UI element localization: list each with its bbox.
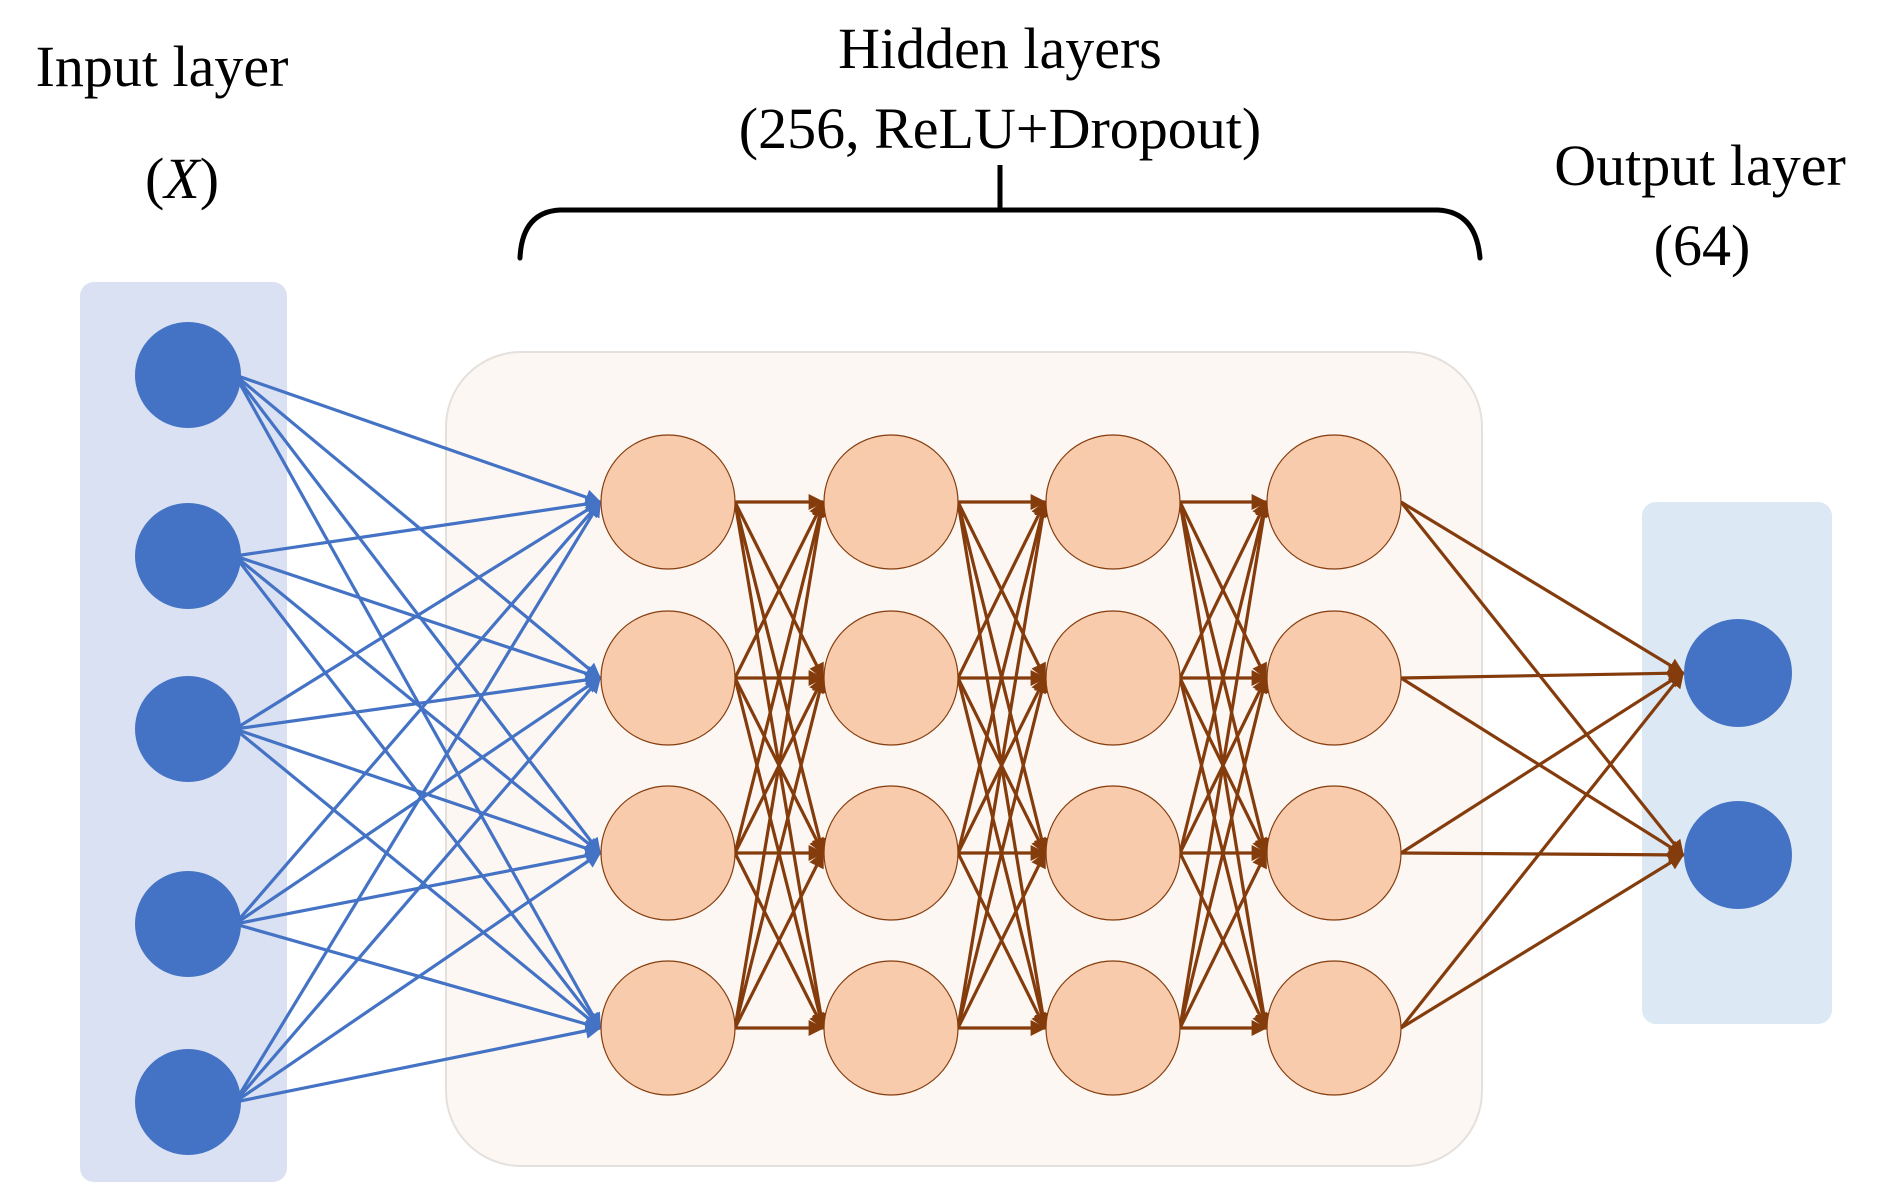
edge-hidden1-4-to-hidden2-3: [733, 851, 825, 1029]
edge-hidden2-4-to-hidden3-1: [956, 500, 1051, 1029]
hidden-layer-1-node-4: [600, 960, 736, 1096]
edge-input-3-to-hidden1-4: [233, 727, 602, 1030]
hidden-to-hidden-edges: [733, 494, 1272, 1036]
output-nodes: [1684, 619, 1792, 909]
hidden-to-output-edges: [1399, 500, 1685, 1030]
hidden-layer-2-node-2: [823, 610, 959, 746]
hidden-layer-4-node-2: [1266, 610, 1402, 746]
output-layer-panel: [1642, 502, 1832, 1024]
edge-input-5-to-hidden1-2: [233, 676, 602, 1104]
output-layer-subtitle: (64): [1654, 213, 1751, 278]
edge-hidden2-4-to-hidden3-2: [956, 676, 1050, 1029]
input-node-1: [135, 322, 241, 428]
input-node-3: [135, 676, 241, 782]
hidden-layers-brace: [517, 207, 1483, 261]
hidden-layer-2-node-1: [823, 434, 959, 570]
hidden-layer-1-node-1: [600, 434, 736, 570]
edge-input-5-to-hidden1-1: [233, 500, 602, 1103]
edge-hidden3-4-to-hidden4-1: [1178, 500, 1272, 1029]
hidden-layer-1-node-3: [600, 785, 736, 921]
edge-hidden2-2-to-hidden3-1: [956, 500, 1047, 679]
output-node-1: [1684, 619, 1792, 727]
output-node-2: [1684, 801, 1792, 909]
edge-hidden4-1-to-output-1: [1400, 500, 1685, 675]
input-layer-subtitle: (X): [145, 146, 219, 211]
edge-input-1-to-hidden1-1: [234, 373, 602, 505]
output-layer-title: Output layer: [1554, 133, 1846, 198]
edge-hidden1-4-to-hidden2-1: [733, 500, 829, 1029]
hidden-layers-subtitle: (256, ReLU+Dropout): [739, 96, 1261, 161]
edge-hidden2-4-to-hidden3-3: [956, 851, 1047, 1029]
hidden-layer-3-node-4: [1045, 960, 1181, 1096]
hidden-layer-3-node-1: [1045, 434, 1181, 570]
edge-hidden4-1-to-output-2: [1399, 501, 1685, 857]
input-layer-title: Input layer: [36, 34, 289, 99]
edge-hidden4-4-to-output-1: [1399, 671, 1685, 1029]
edge-input-4-to-hidden1-1: [233, 500, 602, 926]
edge-hidden2-3-to-hidden3-1: [956, 500, 1050, 854]
edge-input-3-to-hidden1-2: [234, 672, 602, 731]
edge-input-1-to-hidden1-4: [233, 374, 602, 1030]
edge-input-3-to-hidden1-1: [234, 500, 602, 731]
hidden-layer-2-node-3: [823, 785, 959, 921]
input-variable: X: [162, 146, 202, 211]
input-to-hidden-edges: [233, 373, 602, 1104]
input-node-2: [135, 503, 241, 609]
hidden-nodes: [600, 434, 1402, 1096]
edge-hidden3-3-to-hidden4-1: [1178, 500, 1271, 854]
hidden-layer-2-node-4: [823, 960, 959, 1096]
hidden-layers-title: Hidden layers: [838, 16, 1162, 81]
edge-hidden4-3-to-output-1: [1400, 671, 1685, 855]
edge-hidden3-2-to-hidden4-1: [1178, 500, 1268, 679]
edge-input-5-to-hidden1-4: [234, 1023, 602, 1104]
edge-hidden1-3-to-hidden2-1: [733, 500, 828, 854]
hidden-layer-4-node-3: [1266, 785, 1402, 921]
hidden-layer-4-node-1: [1266, 434, 1402, 570]
input-node-5: [135, 1049, 241, 1155]
edge-input-1-to-hidden1-2: [233, 373, 602, 680]
hidden-layer-1-node-2: [600, 610, 736, 746]
edge-hidden3-4-to-hidden4-3: [1178, 851, 1268, 1029]
edge-hidden4-4-to-output-2: [1400, 853, 1685, 1030]
input-nodes: [135, 322, 241, 1155]
edge-hidden4-3-to-output-2: [1400, 846, 1685, 863]
hidden-layer-3-node-3: [1045, 785, 1181, 921]
edge-input-5-to-hidden1-3: [234, 851, 602, 1104]
edge-input-3-to-hidden1-3: [234, 727, 602, 856]
input-node-4: [135, 871, 241, 977]
hidden-layer-4-node-4: [1266, 960, 1402, 1096]
edge-input-2-to-hidden1-1: [234, 496, 602, 558]
edge-hidden4-2-to-output-2: [1400, 676, 1685, 857]
edge-hidden1-2-to-hidden2-1: [733, 500, 825, 679]
edge-hidden3-4-to-hidden4-2: [1178, 676, 1271, 1029]
edge-hidden4-2-to-output-1: [1400, 665, 1685, 682]
hidden-layer-3-node-2: [1045, 610, 1181, 746]
edge-hidden1-4-to-hidden2-2: [733, 676, 828, 1029]
